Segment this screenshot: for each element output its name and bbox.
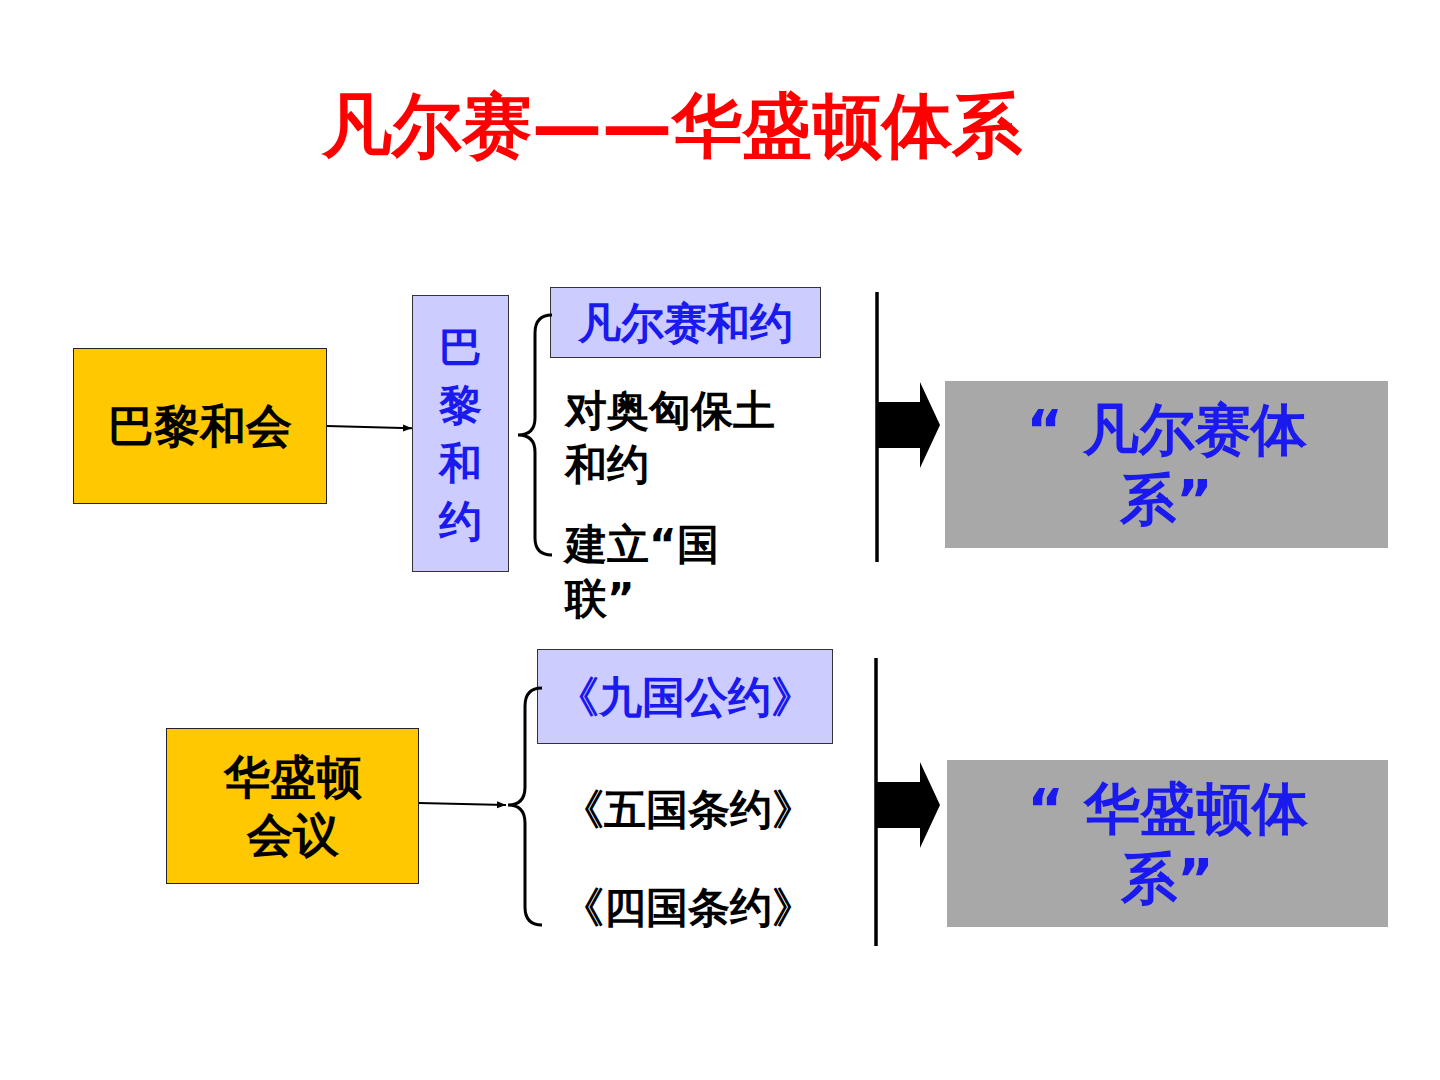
node-text: 《九国公约》: [556, 668, 814, 726]
node-text: 巴黎和约: [435, 318, 486, 550]
block-arrow: [877, 382, 940, 468]
system-box: “ 华盛顿体系”: [947, 760, 1388, 927]
curly-bracket: [518, 315, 552, 555]
connector-arrow: [327, 426, 412, 428]
event-box: 华盛顿会议: [166, 728, 419, 884]
system-box: “ 凡尔赛体系”: [945, 381, 1388, 548]
group-bar: [875, 292, 879, 562]
treaty-box: 凡尔赛和约: [550, 287, 821, 358]
item-label: 对奥匈保土和约: [565, 384, 805, 492]
treaty-group-box: 巴黎和约: [412, 295, 509, 572]
node-text: 凡尔赛和约: [578, 294, 793, 352]
block-arrow: [876, 762, 940, 848]
item-label: 建立“国联”: [565, 518, 737, 626]
treaty-box: 《九国公约》: [537, 649, 833, 744]
curly-bracket: [508, 688, 542, 925]
node-text: “ 凡尔赛体系”: [995, 395, 1338, 535]
group-bar: [874, 658, 878, 946]
event-box: 巴黎和会: [73, 348, 327, 504]
arrow-line: [419, 803, 506, 805]
item-label: 《四国条约》: [562, 881, 842, 935]
diagram-title: 凡尔赛——华盛顿体系: [0, 78, 1344, 174]
node-text: 华盛顿会议: [217, 748, 368, 864]
item-label: 《五国条约》: [562, 783, 842, 837]
node-text: “ 华盛顿体系”: [997, 774, 1338, 914]
node-text: 巴黎和会: [108, 397, 292, 455]
